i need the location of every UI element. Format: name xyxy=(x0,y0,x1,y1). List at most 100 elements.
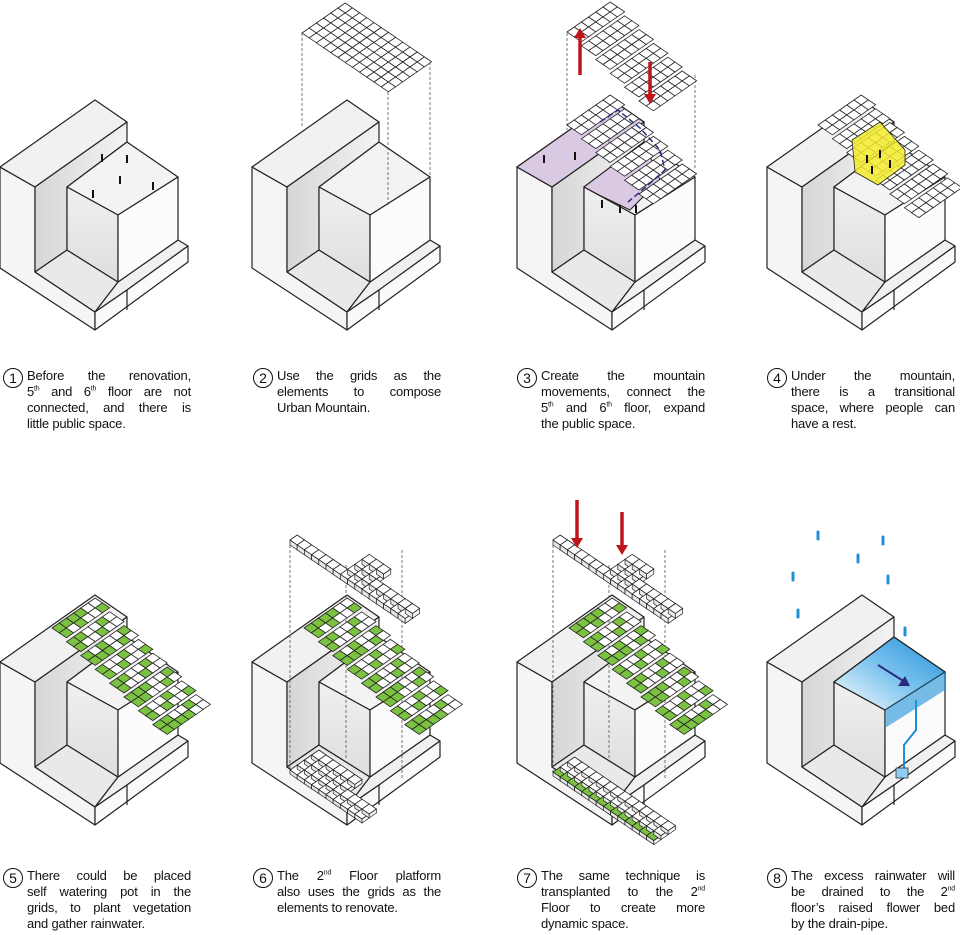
flow-arrow xyxy=(877,664,906,683)
grid-cell xyxy=(432,685,449,697)
grid-cell xyxy=(416,56,433,68)
down-arrow xyxy=(644,62,656,104)
grid-cell xyxy=(123,630,140,641)
stair-grid-upper xyxy=(566,1,698,112)
grid-cell xyxy=(652,47,669,59)
grid-cell xyxy=(609,99,626,111)
grid-cell xyxy=(640,630,657,641)
grid-cell xyxy=(667,61,683,73)
down-arrow xyxy=(571,500,583,548)
caption-line: Create the mountain xyxy=(541,368,705,383)
arrow-head xyxy=(616,545,628,555)
grid-cell xyxy=(712,699,729,710)
grid-cell xyxy=(903,140,920,152)
grid-cell xyxy=(375,563,392,575)
grid-cell xyxy=(346,774,363,785)
grid-cell xyxy=(346,602,363,614)
grid-cell xyxy=(638,127,655,138)
caption-line: grids, to plant vegetation xyxy=(27,900,191,915)
grid-cell xyxy=(375,630,392,641)
grid-cell xyxy=(932,168,949,180)
grid-cell xyxy=(681,168,698,180)
arrow-head xyxy=(574,28,586,38)
caption-line: Urban Mountain. xyxy=(277,400,371,415)
caption-line: movements, connect the xyxy=(541,384,705,399)
grid-cell xyxy=(654,643,671,655)
grid-cell xyxy=(447,699,464,710)
step-number-badge: 7 xyxy=(517,868,537,888)
caption-line: There could be placed xyxy=(27,868,191,883)
caption-line: dynamic space. xyxy=(541,916,629,931)
building-2 xyxy=(251,99,441,331)
down-arrow xyxy=(616,512,628,555)
grid-cell xyxy=(860,99,877,111)
arrow-head xyxy=(571,538,583,548)
building-1 xyxy=(0,99,189,331)
grid-cell xyxy=(669,657,685,669)
up-arrow xyxy=(574,28,586,75)
grid-cell xyxy=(667,603,684,614)
caption-line: by the drain-pipe. xyxy=(791,916,888,931)
floating-grid xyxy=(301,2,433,93)
grid-cell xyxy=(889,127,906,138)
grid-cell xyxy=(660,820,677,832)
yellow-rest-space xyxy=(851,121,906,186)
grid-cell xyxy=(623,20,640,32)
grid-cell xyxy=(609,6,626,18)
caption-line: Floor to create more xyxy=(541,900,705,915)
caption-line: The same technique is xyxy=(541,868,705,883)
grid-cell xyxy=(195,699,212,710)
grid-cell xyxy=(946,182,960,194)
grid-cell xyxy=(404,657,420,669)
grid-cell xyxy=(611,602,628,614)
caption-line: the public space. xyxy=(541,416,636,431)
bottom-grid xyxy=(289,749,378,824)
flow-arrow-head xyxy=(898,676,910,686)
flower-bed-pot xyxy=(895,767,909,779)
caption-line: also uses the grids as the xyxy=(277,884,441,899)
grid-cell xyxy=(94,602,111,614)
caption-line: transplanted to the 2nd xyxy=(541,884,705,899)
grid-cell xyxy=(152,657,168,669)
building-8 xyxy=(766,594,956,826)
caption-line: and gather rainwater. xyxy=(27,916,145,931)
grid-cell xyxy=(652,140,669,152)
caption-line: Under the mountain, xyxy=(791,368,955,383)
grid-cell xyxy=(137,643,154,655)
caption-line: elements to renovate. xyxy=(277,900,398,915)
caption-line: little public space. xyxy=(27,416,126,431)
caption-line: elements to compose xyxy=(277,384,441,399)
caption-line: Before the renovation, xyxy=(27,368,191,383)
stair-grid-lower xyxy=(566,94,698,205)
green-stair-grid xyxy=(303,597,464,735)
caption-line: have a rest. xyxy=(791,416,857,431)
step-number-badge: 5 xyxy=(3,868,23,888)
floating-l-grid xyxy=(289,534,421,625)
grid-cell xyxy=(418,671,435,683)
step-number-badge: 8 xyxy=(767,868,787,888)
caption-line: connected, and there is xyxy=(27,400,191,415)
step-number-badge: 6 xyxy=(253,868,273,888)
grid-cell xyxy=(638,34,655,45)
caption-line: self watering pot in the xyxy=(27,884,191,899)
caption-line: 5th and 6th floor are not xyxy=(27,384,191,399)
grid-cell xyxy=(697,685,714,697)
grid-cell xyxy=(389,643,406,655)
caption-line: floor’s raised flower bed xyxy=(791,900,955,915)
grid-cell xyxy=(638,563,655,575)
caption-line: 5th and 6th floor, expand xyxy=(541,400,705,415)
grid-cell xyxy=(918,154,934,166)
grid-cell xyxy=(108,616,125,628)
caption-line: The excess rainwater will xyxy=(791,868,955,883)
circulation-path xyxy=(599,109,666,203)
grid-cell xyxy=(667,154,683,166)
step-number-badge: 2 xyxy=(253,368,273,388)
caption-line: The 2nd Floor platform xyxy=(277,868,441,883)
grid-cell xyxy=(180,685,197,697)
grid-cell xyxy=(404,603,421,614)
arrow-head xyxy=(644,94,656,104)
grid-cell xyxy=(625,616,642,628)
caption-line: Use the grids as the xyxy=(277,368,441,383)
caption-line: there is a transitional xyxy=(791,384,955,399)
